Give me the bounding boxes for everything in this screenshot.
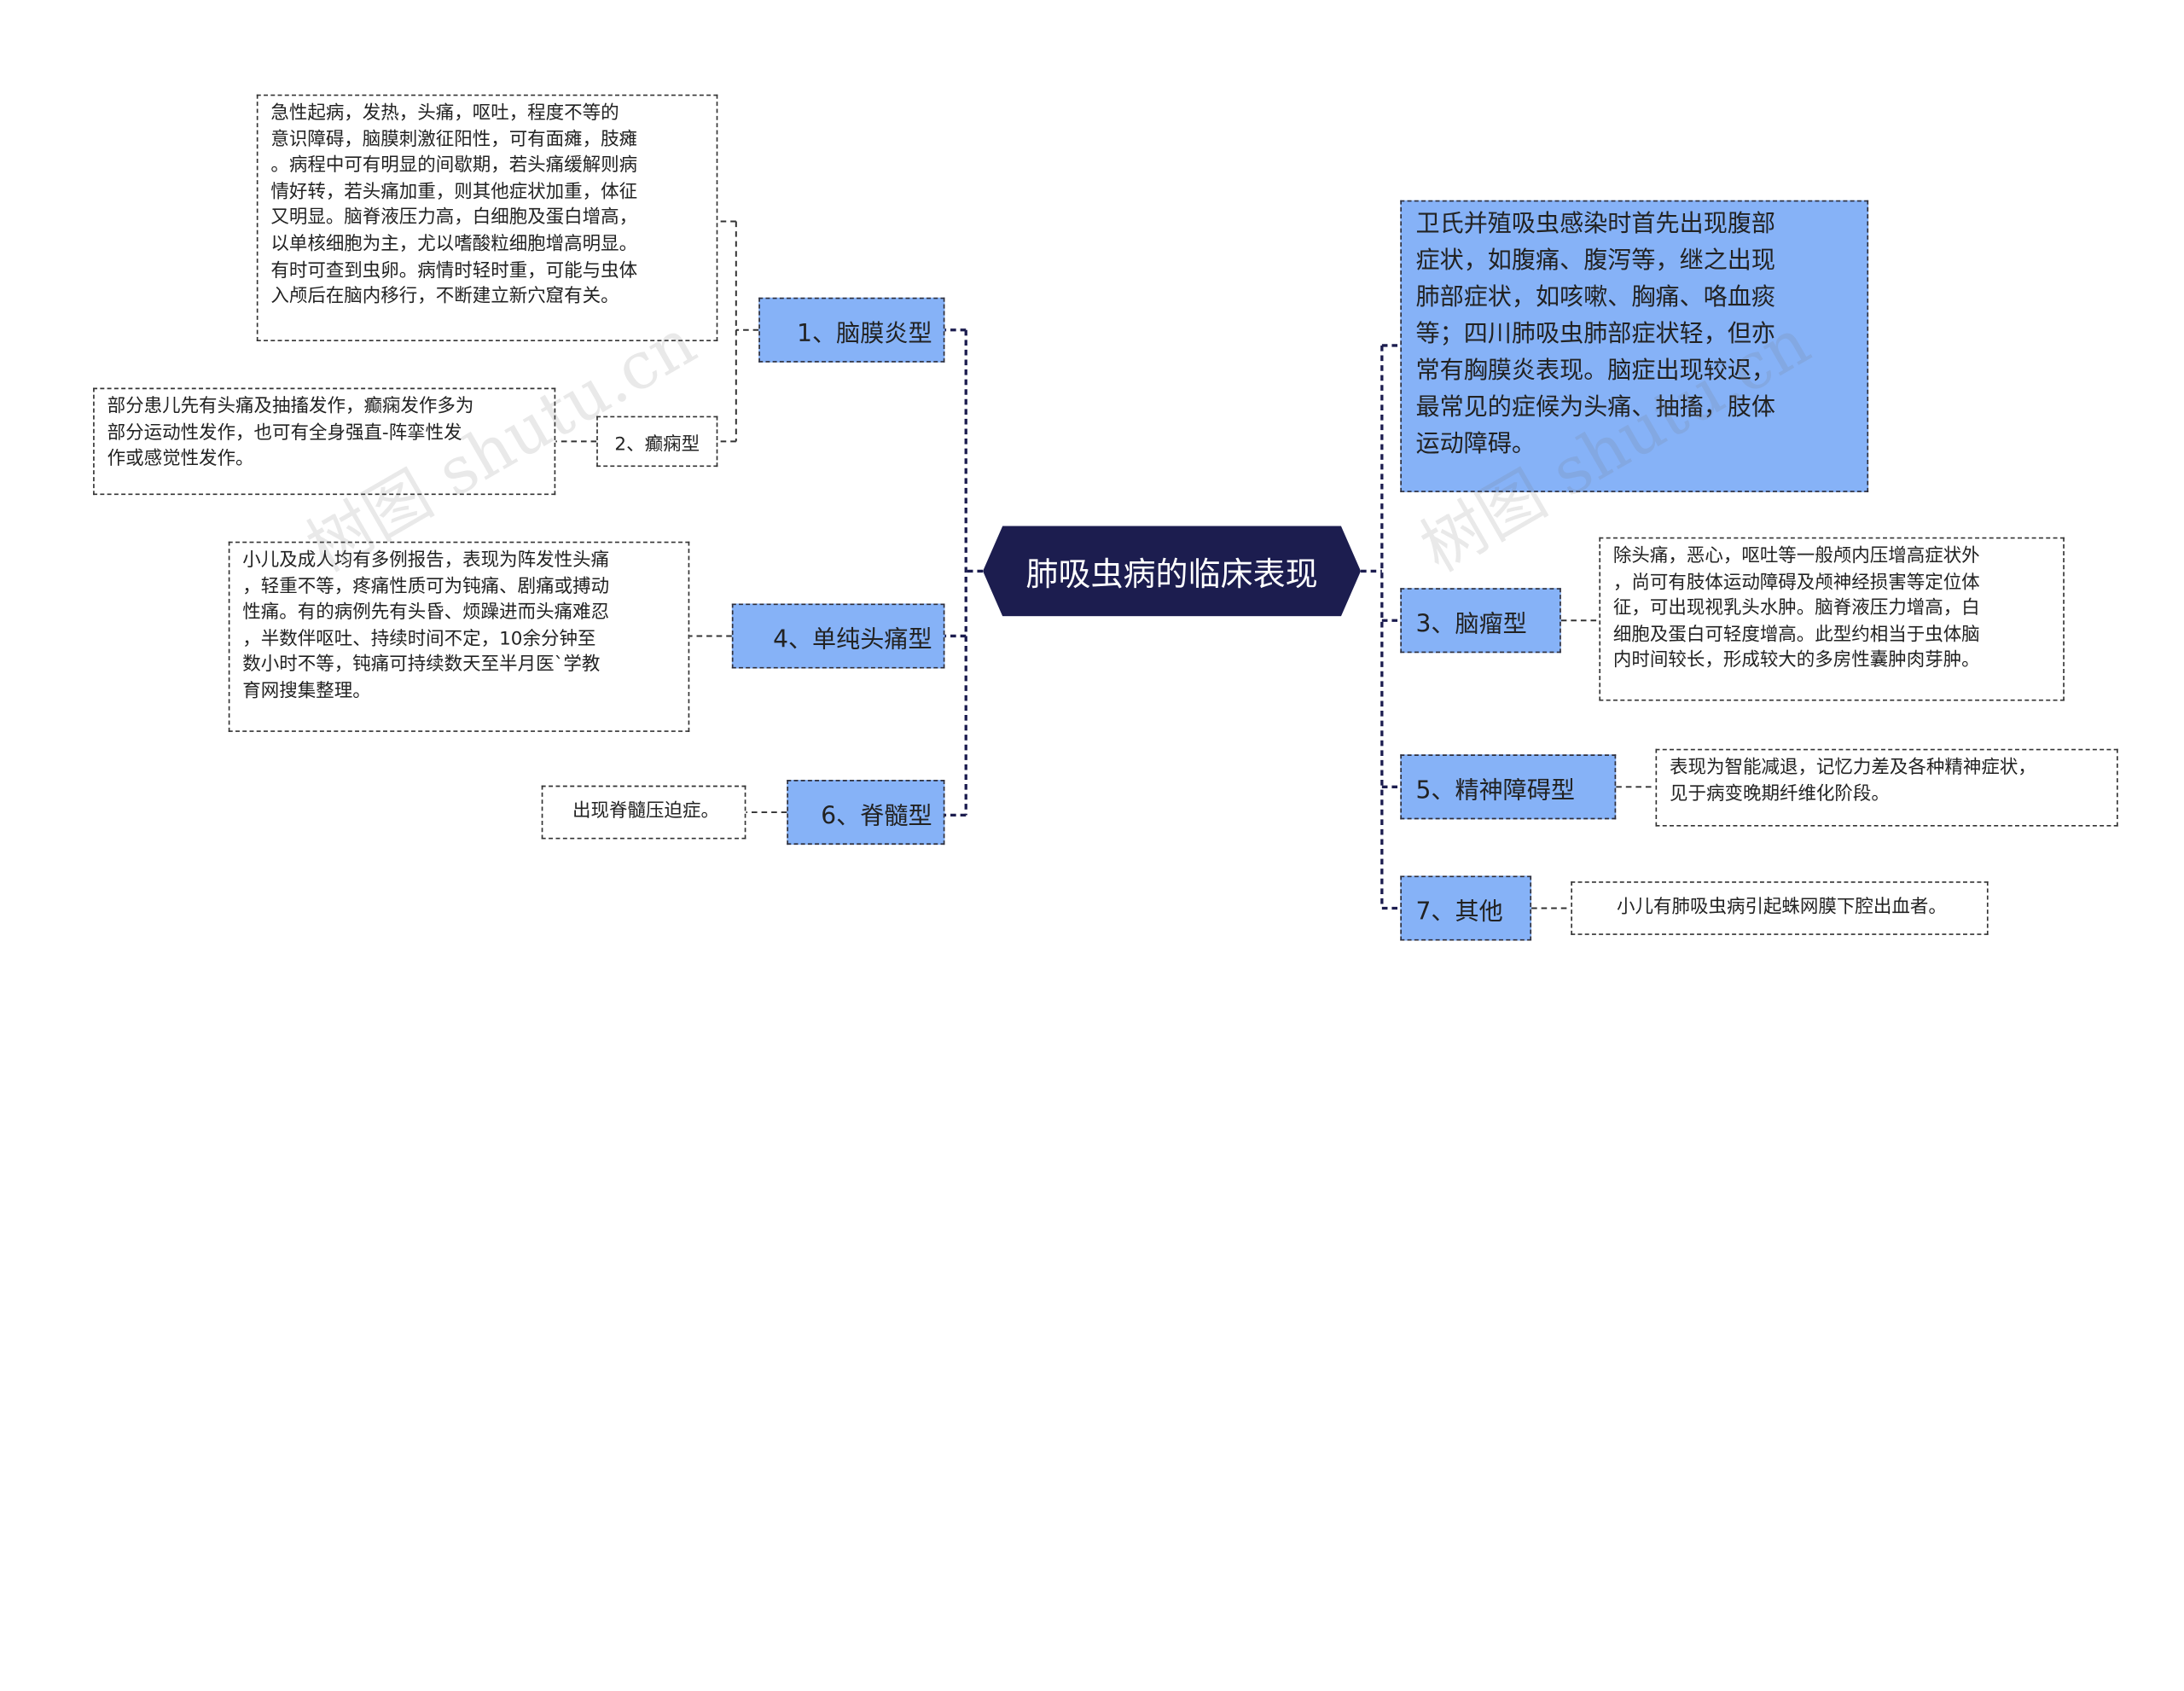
spinal-detail[interactable]: 出现脊髓压迫症。 [541, 785, 746, 840]
branch-spinal[interactable]: 6、脊髓型 [787, 780, 945, 846]
branch-headache[interactable]: 4、单纯头痛型 [731, 603, 945, 669]
epilepsy-detail[interactable]: 部分患儿先有头痛及抽搐发作，癫痫发作多为 部分运动性发作，也可有全身强直-阵挛性… [93, 387, 556, 496]
branch-mental-disorder[interactable]: 5、精神障碍型 [1400, 754, 1617, 820]
subbranch-epilepsy[interactable]: 2、癫痫型 [596, 415, 718, 468]
meningitis-detail[interactable]: 急性起病，发热，头痛，呕吐，程度不等的 意识障碍，脑膜刺激征阳性，可有面瘫，肢瘫… [256, 94, 718, 342]
root-topic[interactable]: 肺吸虫病的临床表现 [983, 526, 1362, 617]
branch-brain-tumor[interactable]: 3、脑瘤型 [1400, 588, 1561, 654]
mental-disorder-detail[interactable]: 表现为智能减退，记忆力差及各种精神症状， 见于病变晚期纤维化阶段。 [1655, 748, 2118, 827]
headache-detail[interactable]: 小儿及成人均有多例报告，表现为阵发性头痛 ，轻重不等，疼痛性质可为钝痛、剧痛或搏… [228, 541, 690, 732]
intro-summary[interactable]: 卫氏并殖吸虫感染时首先出现腹部 症状，如腹痛、腹泻等，继之出现 肺部症状，如咳嗽… [1400, 200, 1869, 492]
branch-other[interactable]: 7、其他 [1400, 875, 1532, 941]
other-detail[interactable]: 小儿有肺吸虫病引起蛛网膜下腔出血者。 [1571, 881, 1989, 935]
branch-meningitis[interactable]: 1、脑膜炎型 [758, 297, 945, 363]
connector-lines [555, 220, 1656, 910]
brain-tumor-detail[interactable]: 除头痛，恶心，呕吐等一般颅内压增高症状外 ，尚可有肢体运动障碍及颅神经损害等定位… [1599, 537, 2065, 701]
